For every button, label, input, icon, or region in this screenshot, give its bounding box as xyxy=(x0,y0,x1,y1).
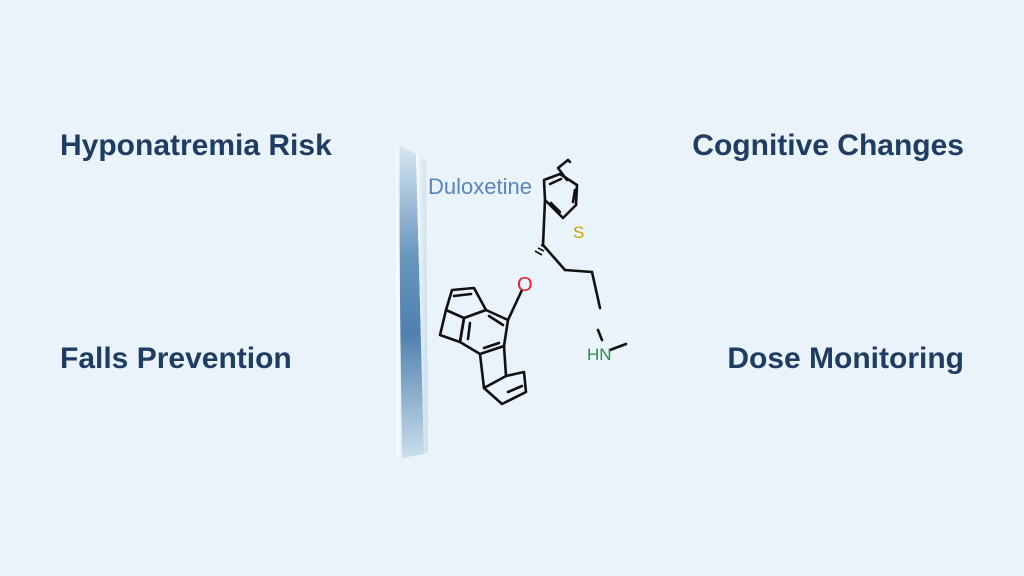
atom-sulfur: S xyxy=(573,223,584,242)
topic-hyponatremia-risk: Hyponatremia Risk xyxy=(60,129,332,162)
glass-panel xyxy=(396,145,428,458)
stereo-wedge xyxy=(534,244,546,256)
molecule-bonds xyxy=(438,158,628,406)
topic-dose-monitoring: Dose Monitoring xyxy=(727,342,964,375)
molecule-illustration: Duloxetine xyxy=(396,145,628,458)
atom-amine: HN xyxy=(587,345,612,364)
molecule-name: Duloxetine xyxy=(428,174,532,199)
molecule-card: Duloxetine xyxy=(380,140,650,470)
topic-falls-prevention: Falls Prevention xyxy=(60,342,292,375)
topic-cognitive-changes: Cognitive Changes xyxy=(692,129,964,162)
atom-oxygen: O xyxy=(517,274,533,296)
